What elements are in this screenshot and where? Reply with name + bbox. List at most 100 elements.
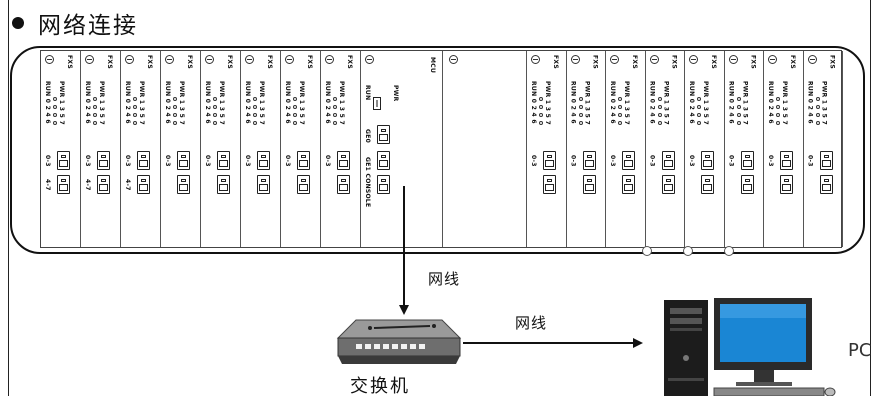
port-label-a: 0-3: [284, 155, 291, 167]
status-led: [133, 105, 137, 109]
port-label-a: 0-3: [164, 155, 171, 167]
screw-icon: [610, 55, 619, 64]
card-type-label: FXS: [631, 55, 638, 69]
card-type-label: FXS: [106, 55, 113, 69]
ethernet-port-icon: [819, 175, 833, 194]
status-led: [697, 105, 701, 109]
port-label-b: 4-7: [84, 179, 91, 191]
ethernet-port-icon: [740, 151, 754, 170]
status-led: [697, 121, 701, 125]
status-led: [173, 97, 177, 101]
card-type-label: FXS: [346, 55, 353, 69]
status-led: [333, 113, 337, 117]
ethernet-port-icon: [622, 151, 635, 170]
status-led: [53, 113, 57, 117]
cable-hole: [724, 246, 734, 256]
card-type-label: FXS: [306, 55, 313, 69]
ethernet-port-icon: [337, 151, 350, 170]
status-led: [736, 121, 741, 125]
status-led: [253, 121, 257, 125]
status-led: [736, 113, 741, 117]
screw-icon: [728, 55, 738, 64]
blank-card: MCU: [429, 51, 527, 247]
status-led: [133, 97, 137, 101]
screw-icon: [649, 55, 659, 64]
device-chassis: [10, 46, 865, 254]
ethernet-port-icon: [819, 151, 833, 170]
ethernet-port-icon: [543, 151, 556, 170]
pwr-row-label: PWR 1 3 5 7: [583, 81, 591, 125]
status-led: [53, 105, 57, 109]
run-row-label: RUN 0 2 4 6: [244, 81, 251, 124]
status-led: [133, 113, 137, 117]
mcu-pwr-label: PWR: [392, 85, 399, 102]
run-row-label: RUN 0 2 4 6: [727, 81, 735, 124]
heading-text: 网络连接: [38, 13, 138, 39]
status-led: [815, 105, 820, 109]
status-led: [539, 105, 543, 109]
status-led: [93, 97, 97, 101]
switch-icon: [336, 319, 462, 364]
arrow-right-icon: [633, 338, 643, 348]
run-row-label: RUN 0 2 4 6: [648, 81, 656, 124]
card-type-label: FXS: [66, 55, 73, 69]
card-type-label: FXS: [266, 55, 273, 69]
status-led: [539, 121, 543, 125]
ethernet-port-icon: [661, 175, 675, 194]
switch-label: 交换机: [350, 376, 410, 397]
ethernet-port-icon: [701, 151, 714, 170]
screw-icon: [205, 55, 214, 64]
run-row-label: RUN 0 2 4 6: [164, 81, 171, 124]
status-led: [815, 113, 820, 117]
cable-mcu-switch: [403, 186, 405, 306]
screw-icon: [245, 55, 254, 64]
screw-icon: [165, 55, 174, 64]
port-label-a: 0-3: [569, 155, 577, 167]
cable-hole: [683, 246, 693, 256]
run-row-label: RUN 0 2 4 6: [609, 81, 616, 124]
cable-label-pc: 网线: [515, 314, 548, 332]
pc-icon: [664, 298, 836, 396]
ethernet-port-icon: [257, 151, 270, 170]
run-row-label: RUN 0 2 4 6: [806, 81, 814, 124]
ethernet-port-icon: [780, 151, 793, 170]
status-led: [618, 121, 622, 125]
ethernet-port-icon: [740, 175, 754, 194]
run-row-label: RUN 0 2 4 6: [324, 81, 331, 124]
port-label-a: 0-3: [688, 155, 695, 167]
port-label-a: 0-3: [84, 155, 91, 167]
status-led: [333, 121, 337, 125]
status-led: [253, 97, 257, 101]
ethernet-port-icon: [257, 175, 270, 194]
status-led: [776, 121, 780, 125]
run-row-label: RUN 0 2 4 6: [124, 81, 131, 124]
status-led: [776, 113, 780, 117]
ethernet-port-icon: [780, 175, 793, 194]
run-row-label: RUN 0 2 4 6: [284, 81, 291, 124]
status-led: [578, 105, 583, 109]
pwr-row-label: PWR 1 3 5 7: [662, 81, 670, 125]
ge1-console-label: GE1 CONSOLE: [364, 157, 371, 208]
screw-icon: [285, 55, 294, 64]
port-label-a: 0-3: [767, 155, 774, 167]
card-type-label: FXS: [552, 55, 559, 69]
pwr-row-label: PWR 1 3 5 7: [178, 81, 185, 125]
screw-icon: [325, 55, 334, 64]
ge0-label: GE0: [364, 129, 371, 144]
card-type-label: FXS: [591, 55, 599, 69]
pwr-row-label: PWR 1 3 5 7: [781, 81, 788, 125]
page-frame: [8, 0, 871, 396]
port-label-a: 0-3: [648, 155, 656, 167]
card-type-label: FXS: [146, 55, 153, 69]
ethernet-port-icon: [57, 175, 70, 194]
pwr-row-label: PWR 1 3 5 7: [58, 81, 65, 125]
port-label-a: 0-3: [727, 155, 735, 167]
status-led: [618, 97, 622, 101]
status-led: [213, 105, 217, 109]
screw-icon: [689, 55, 698, 64]
console-port-icon: [377, 175, 390, 194]
